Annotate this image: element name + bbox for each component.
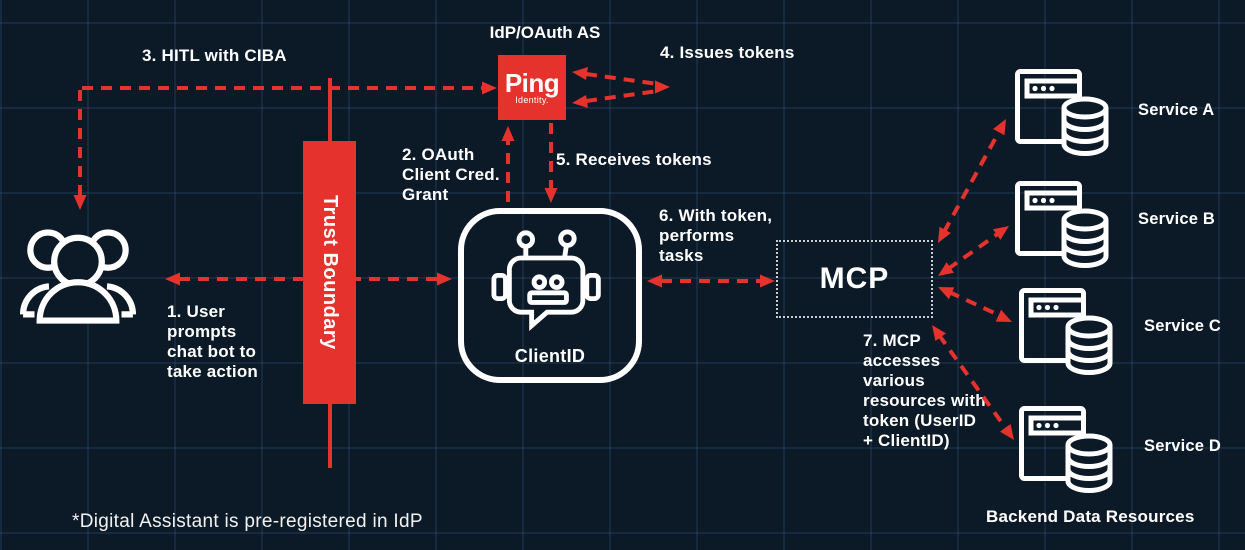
label-step6-with-token: 6. With token, performs tasks	[659, 206, 773, 265]
service-c-icon	[1019, 288, 1113, 379]
trust-boundary-label: Trust Boundary	[319, 195, 341, 350]
trust-boundary-bar: Trust Boundary	[303, 141, 356, 404]
clientid-label: ClientID	[514, 346, 586, 366]
arrow-mcp-service-c	[948, 290, 1004, 319]
label-service-b: Service B	[1138, 210, 1216, 228]
service-b-icon	[1015, 181, 1109, 272]
robot-icon	[491, 229, 601, 332]
arrow-mcp-service-a	[942, 129, 1002, 233]
label-idp-oauth-as: IdP/OAuth AS	[489, 23, 601, 42]
users-icon	[20, 229, 136, 324]
label-step1-user-prompts: 1. User prompts chat bot to take action	[167, 302, 259, 381]
footnote-digital-assistant: *Digital Assistant is pre-registered in …	[72, 511, 423, 532]
label-step3-hitl-ciba: 3. HITL with CIBA	[142, 46, 287, 65]
label-step5-receives-tokens: 5. Receives tokens	[556, 150, 712, 169]
label-step7-mcp-accesses: 7. MCP accesses various resources with t…	[863, 331, 986, 450]
label-service-a: Service A	[1138, 101, 1215, 119]
idp-ping-node: Ping Identity.	[498, 55, 566, 120]
arrow-issues-upper	[585, 72, 659, 86]
label-step4-issues-tokens: 4. Issues tokens	[660, 43, 795, 62]
ping-logo-sub: Identity.	[515, 94, 549, 105]
arrow-issues-lower	[585, 89, 659, 103]
service-a-icon	[1015, 69, 1109, 160]
label-service-c: Service C	[1144, 317, 1222, 335]
clientid-robot-node: ClientID	[458, 208, 642, 383]
label-backend-data-resources: Backend Data Resources	[986, 507, 1195, 526]
service-d-icon	[1019, 406, 1113, 497]
ping-logo: Ping	[504, 67, 560, 98]
mcp-label: MCP	[819, 262, 890, 295]
arrow-mcp-service-b	[946, 231, 1001, 271]
label-step2-oauth-grant: 2. OAuth Client Cred. Grant	[402, 145, 500, 204]
label-service-d: Service D	[1144, 437, 1222, 455]
mcp-node: MCP	[776, 240, 933, 318]
